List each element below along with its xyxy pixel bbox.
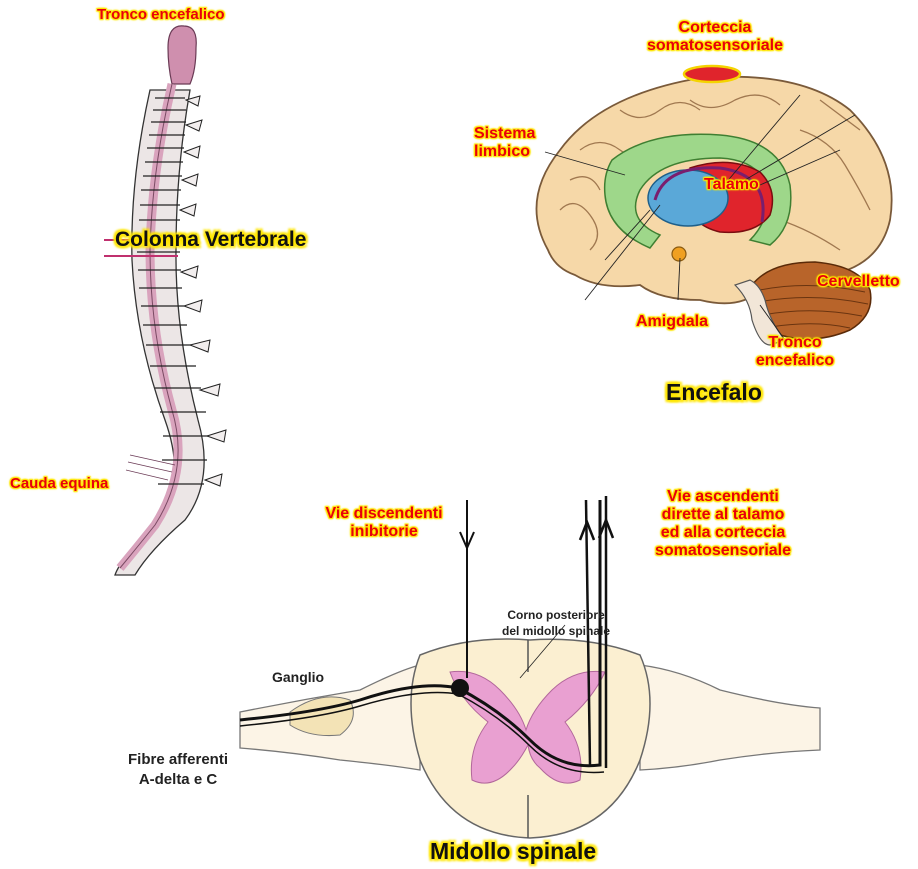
label-corno-posteriore: Corno posteriore del midollo spinale [490, 608, 622, 639]
label-sistema-limbico: Sistema limbico [474, 125, 535, 161]
label-sistema-line1: Sistema [474, 125, 535, 143]
label-vie-discendenti: Vie discendenti inibitorie [306, 505, 462, 541]
label-vie-asc-line1: Vie ascendenti [628, 488, 818, 506]
label-corteccia-line1: Corteccia [640, 19, 790, 37]
label-tronco-brain-line2: encefalico [740, 352, 850, 370]
label-vie-asc-line4: somatosensoriale [628, 542, 818, 560]
label-tronco-encefalico-brain: Tronco encefalico [740, 334, 850, 370]
label-vie-disc-line1: Vie discendenti [306, 505, 462, 523]
label-vie-ascendenti: Vie ascendenti dirette al talamo ed alla… [628, 488, 818, 560]
label-corno-line1: Corno posteriore [490, 608, 622, 624]
brainstem-top [168, 26, 196, 84]
label-amigdala: Amigdala [636, 313, 708, 331]
somatosensory-cortex [684, 66, 740, 82]
spinal-column [104, 26, 226, 575]
label-vie-disc-line2: inibitorie [306, 523, 462, 541]
label-vie-asc-line2: dirette al talamo [628, 506, 818, 524]
label-fibre-line1: Fibre afferenti [108, 750, 248, 770]
label-sistema-line2: limbico [474, 143, 535, 161]
label-vie-asc-line3: ed alla corteccia [628, 524, 818, 542]
label-cauda-equina: Cauda equina [10, 476, 108, 493]
brain [536, 66, 891, 345]
nerve-root-right [640, 665, 820, 770]
label-corno-line2: del midollo spinale [490, 624, 622, 640]
label-talamo: Talamo [704, 176, 759, 194]
label-corteccia-line2: somatosensoriale [640, 37, 790, 55]
label-tronco-encefalico-top: Tronco encefalico [97, 7, 225, 24]
label-tronco-brain-line1: Tronco [740, 334, 850, 352]
dorsal-horn-neuron [451, 679, 469, 697]
label-corteccia-somatosensoriale: Corteccia somatosensoriale [640, 19, 790, 55]
label-fibre-line2: A-delta e C [108, 770, 248, 790]
amygdala [672, 247, 686, 261]
label-midollo-spinale: Midollo spinale [430, 838, 596, 865]
label-cervelletto: Cervelletto [817, 273, 900, 291]
label-encefalo: Encefalo [666, 379, 762, 406]
label-colonna-vertebrale: Colonna Vertebrale [115, 228, 306, 252]
label-fibre-afferenti: Fibre afferenti A-delta e C [108, 750, 248, 789]
label-ganglio: Ganglio [272, 668, 324, 686]
